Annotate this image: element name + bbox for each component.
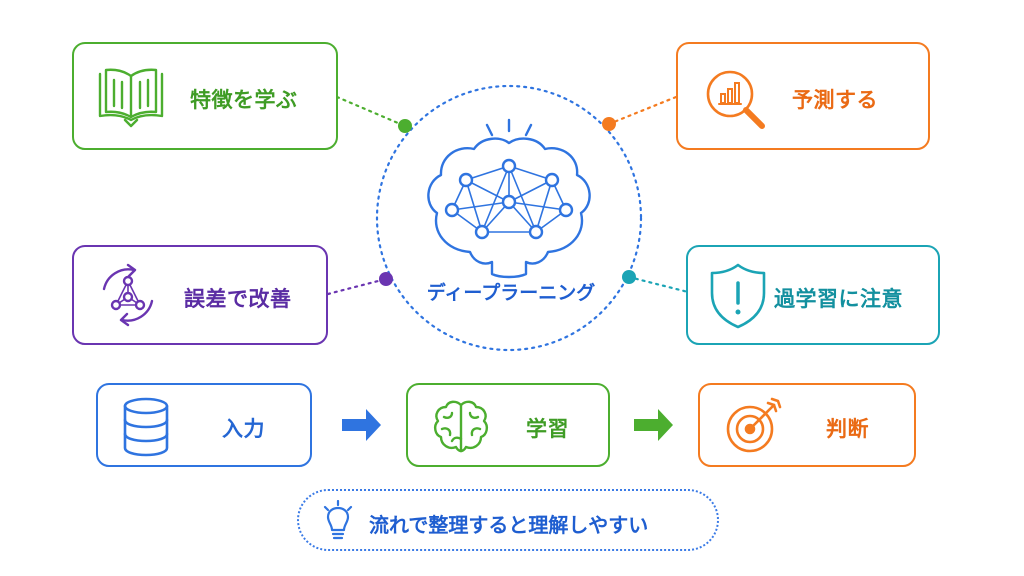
flow-arrow-2 bbox=[634, 409, 673, 441]
target-icon bbox=[726, 397, 782, 453]
card-overfitting: 過学習に注意 bbox=[686, 245, 940, 345]
flow-step-judgment-label: 判断 bbox=[826, 417, 869, 441]
card-overfitting-label: 過学習に注意 bbox=[774, 287, 903, 311]
card-learn-features: 特徴を学ぶ bbox=[72, 42, 338, 150]
connector-overfitting bbox=[627, 275, 690, 294]
center-circle bbox=[375, 84, 643, 352]
connector-learn-features bbox=[335, 95, 407, 128]
network-cycle-icon bbox=[102, 263, 154, 327]
connector-dot-purple bbox=[379, 272, 393, 286]
center-label: ディープラーニング bbox=[426, 282, 596, 304]
card-learn-features-label: 特徴を学ぶ bbox=[190, 88, 298, 112]
tip-label: 流れで整理すると理解しやすい bbox=[369, 513, 649, 537]
card-improve-by-error-label: 誤差で改善 bbox=[184, 287, 292, 311]
card-predict-label: 予測する bbox=[792, 88, 878, 112]
database-icon bbox=[123, 397, 169, 457]
flow-step-input-label: 入力 bbox=[222, 417, 265, 441]
card-predict: 予測する bbox=[676, 42, 930, 150]
connector-dot-teal bbox=[622, 270, 636, 284]
open-book-icon bbox=[98, 68, 164, 128]
connector-dot-green bbox=[398, 119, 412, 133]
flow-step-learning-label: 学習 bbox=[526, 417, 569, 441]
shield-warning-icon bbox=[710, 263, 766, 329]
flow-step-input: 入力 bbox=[96, 383, 312, 467]
connector-improve bbox=[326, 277, 388, 296]
card-improve-by-error: 誤差で改善 bbox=[72, 245, 328, 345]
brain-icon bbox=[433, 400, 489, 453]
connector-dot-orange bbox=[602, 117, 616, 131]
lightbulb-icon bbox=[323, 500, 353, 540]
connector-predict bbox=[607, 95, 678, 126]
flow-arrow-1 bbox=[342, 409, 381, 441]
flow-step-learning: 学習 bbox=[406, 383, 610, 467]
tip-pill: 流れで整理すると理解しやすい bbox=[297, 489, 719, 551]
neural-brain-icon bbox=[427, 118, 591, 279]
flow-step-judgment: 判断 bbox=[698, 383, 916, 467]
chart-magnifier-icon bbox=[706, 70, 765, 129]
